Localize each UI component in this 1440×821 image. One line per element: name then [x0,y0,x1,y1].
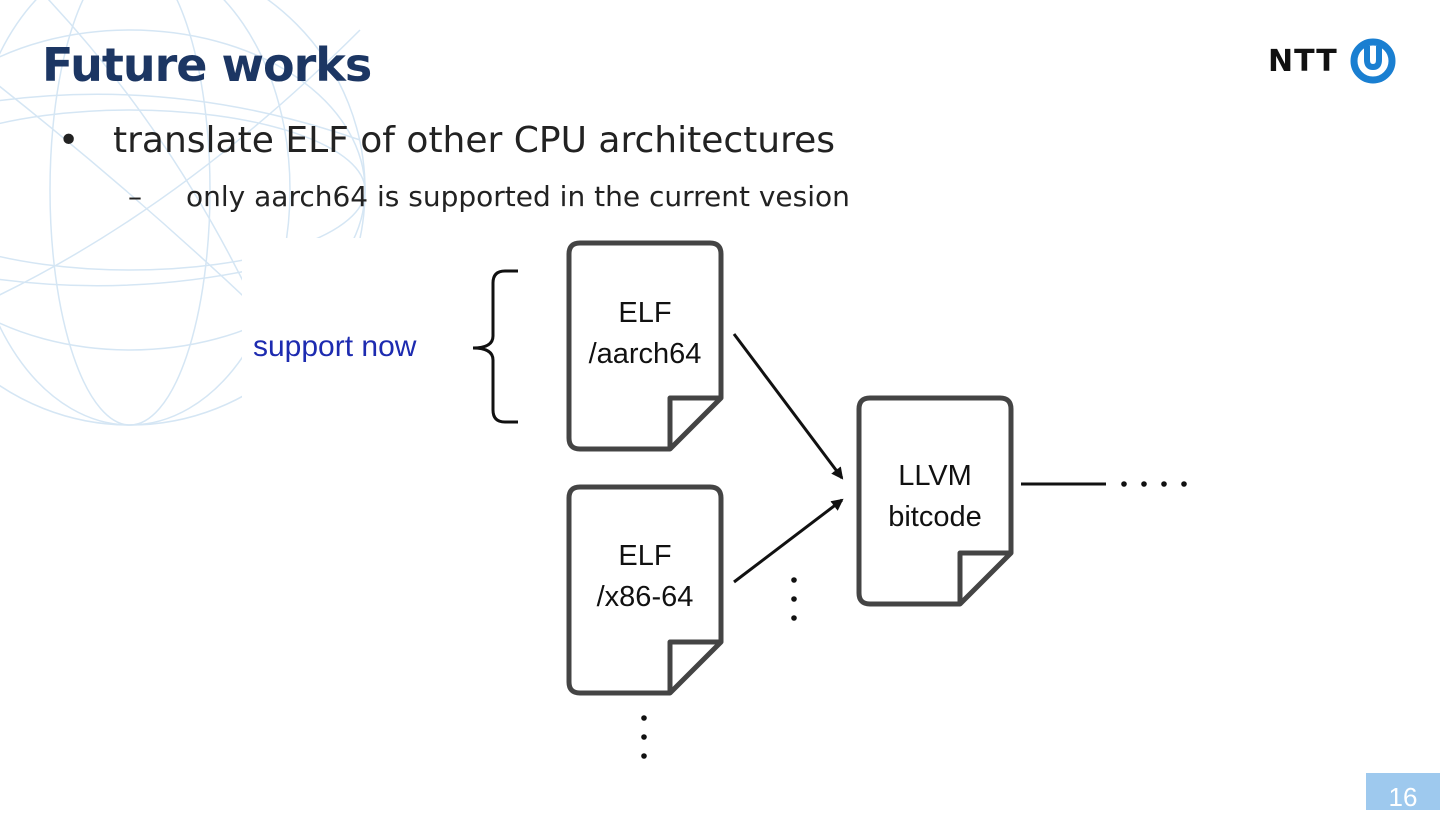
bullet-level2: – only aarch64 is supported in the curre… [128,180,850,213]
llvm-line2: bitcode [888,501,982,533]
diagram-panel [242,238,1242,778]
elf-x86-line1: ELF [618,540,672,572]
bullet-level2-text: only aarch64 is supported in the current… [186,180,850,213]
support-now-label: support now [253,330,417,363]
arrow-aarch64-to-llvm [732,333,844,480]
llvm-line1: LLVM [898,460,972,492]
bullet-dot-icon: • [58,120,80,161]
ntt-logo: NTT [1268,36,1398,86]
elf-x86-label: ELF /x86-64 [569,536,721,618]
bullet-level1: • translate ELF of other CPU architectur… [58,120,835,161]
page-number: 16 [1366,773,1440,812]
elf-x86-fold [667,639,721,693]
docs-vertical-ellipsis-icon [641,715,647,759]
support-brace [472,269,518,424]
output-ellipsis-icon [1121,481,1187,487]
llvm-fold [957,550,1011,604]
bullet-level1-text: translate ELF of other CPU architectures [113,120,835,161]
arrows-vertical-ellipsis-icon [791,577,797,621]
logo-text: NTT [1268,43,1338,79]
elf-x86-line2: /x86-64 [596,581,694,613]
elf-aarch64-fold [667,395,721,449]
elf-aarch64-line1: ELF [618,297,672,329]
slide-title: Future works [42,38,372,92]
ntt-ring-icon [1350,38,1396,84]
llvm-bitcode-label: LLVM bitcode [859,456,1011,538]
bullet-dash-icon: – [128,180,142,213]
elf-aarch64-line2: /aarch64 [588,338,702,370]
elf-aarch64-label: ELF /aarch64 [569,293,721,375]
arrow-x86-to-llvm [733,498,844,584]
